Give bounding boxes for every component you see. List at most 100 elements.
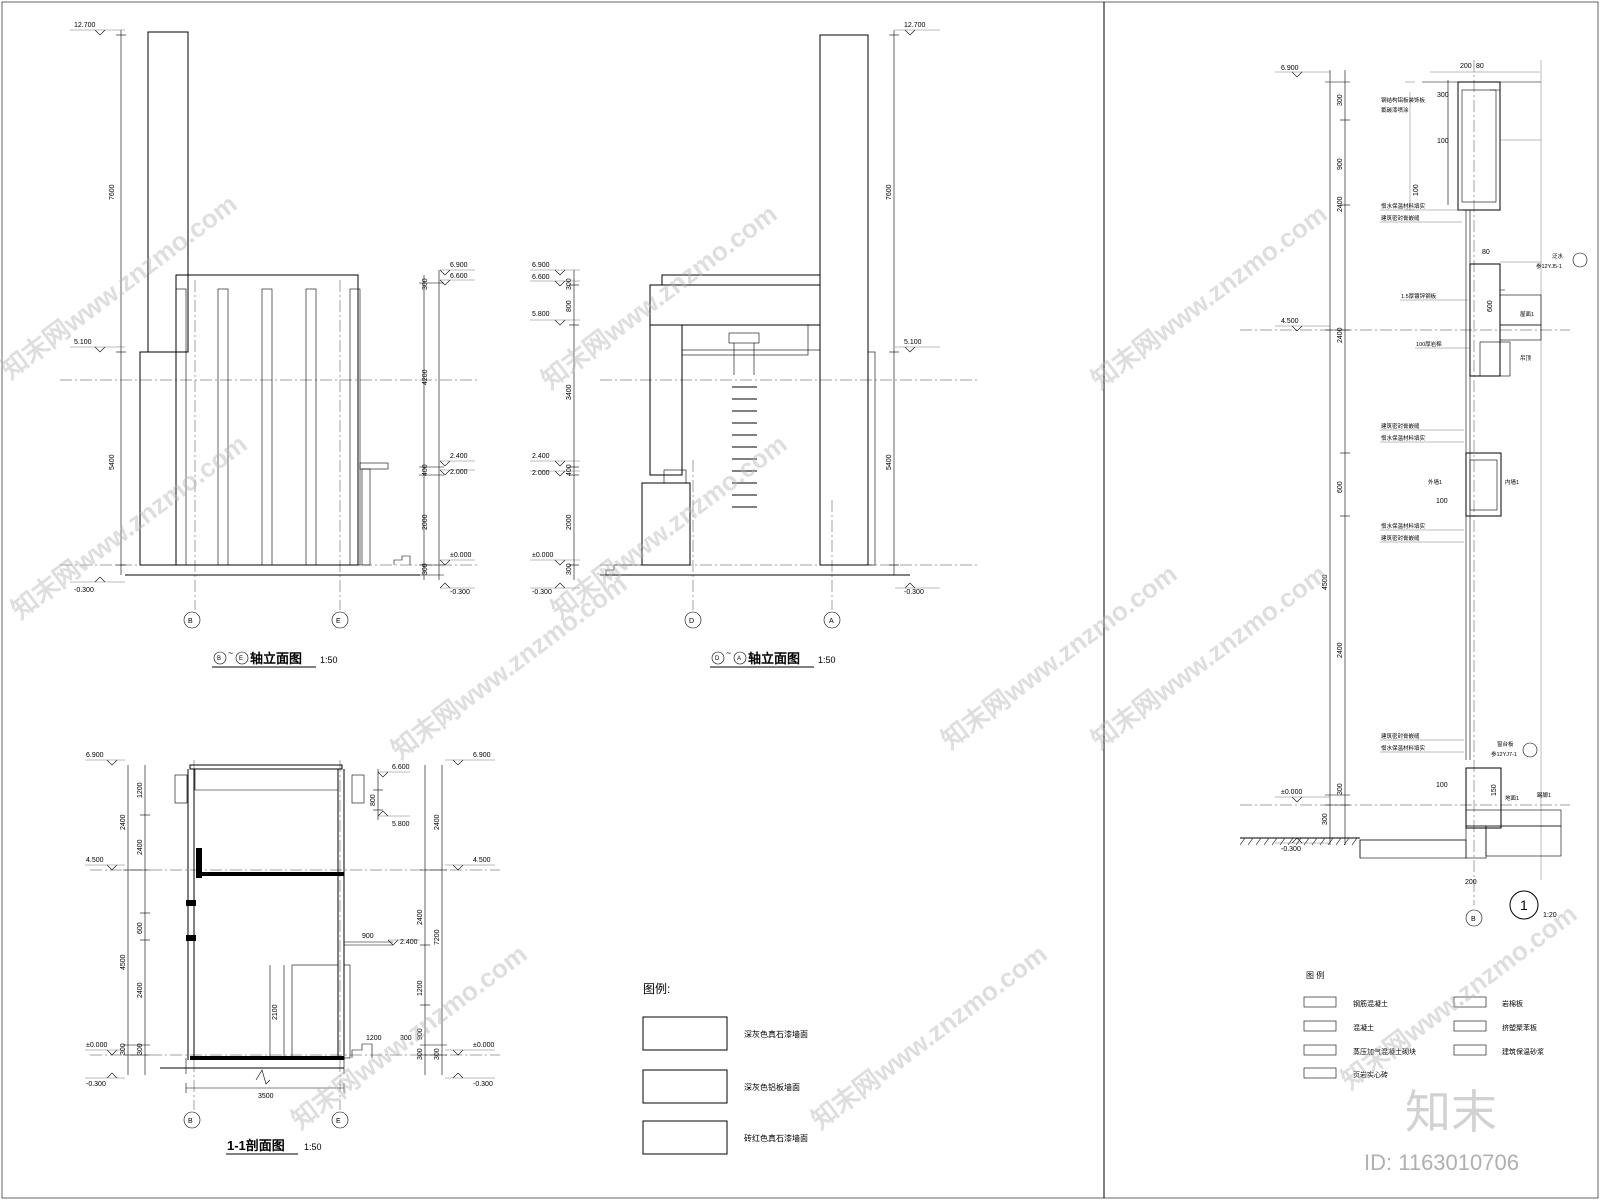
legend-label: 砖红色真石漆墙面 <box>744 1133 808 1143</box>
watermark-text: 知末网www.znzmo.com <box>1086 558 1333 754</box>
ground-hatch <box>1295 837 1302 846</box>
level-label: 2.000 <box>450 469 468 476</box>
dimension-text: 300 <box>1437 92 1449 99</box>
dimension-text: 2400 <box>1337 642 1344 658</box>
level-label: 6.600 <box>532 274 550 281</box>
level-label: 4.500 <box>1281 318 1299 325</box>
detail-note: 钢结构铝板装饰板 <box>1381 96 1426 104</box>
drawing-title: 1-1剖面图 <box>227 1138 285 1153</box>
drawing-title: 轴立面图 <box>748 651 800 666</box>
level-label: -0.300 <box>74 587 94 594</box>
detail-note: 憎水保温材料填实 <box>1381 202 1426 210</box>
level-label: 6.900 <box>450 262 468 269</box>
detail-note: 泛水 <box>1552 252 1564 260</box>
legend-swatch <box>1303 1067 1337 1079</box>
level-label: -0.300 <box>1281 846 1301 853</box>
legend-label: 岩棉板 <box>1502 999 1523 1008</box>
ground-hatch <box>1263 837 1270 846</box>
dimension-text: 300 <box>1337 783 1344 795</box>
dimension-text: 100 <box>1436 782 1448 789</box>
detail-note: 建筑密封膏嵌缝 <box>1381 422 1420 430</box>
level-label: 5.100 <box>74 339 92 346</box>
watermark-id: ID: 1163010706 <box>1364 1150 1519 1175</box>
watermark-text: 知末网www.znzmo.com <box>6 428 253 624</box>
level-label: 5.100 <box>904 339 922 346</box>
level-label: 6.900 <box>86 752 104 759</box>
legend-hatches: 图 例 钢筋混凝土 混凝土 蒸压加气混凝土砌块 页岩实心砖 岩棉板 挤塑聚苯板 … <box>1303 970 1544 1079</box>
dimension-text: 2400 <box>137 982 144 998</box>
detail-note: 憎水保温材料填实 <box>1381 434 1426 442</box>
svg-text:~: ~ <box>228 648 233 658</box>
watermark-text: 知末网www.znzmo.com <box>1336 898 1583 1094</box>
dimension-text: 7600 <box>886 184 893 200</box>
detail-note: 100厚岩棉 <box>1416 340 1442 348</box>
dimension-text: 3400 <box>566 384 573 400</box>
detail-note: 内墙1 <box>1505 478 1519 486</box>
dimension-text: 4200 <box>422 369 429 385</box>
level-label: 2.400 <box>532 453 550 460</box>
legend-label: 深灰色真石漆墙面 <box>744 1029 808 1039</box>
level-label: 4.500 <box>473 857 491 864</box>
legend-swatch <box>642 1016 728 1051</box>
watermark-text: 知末网www.znzmo.com <box>286 938 533 1134</box>
section-text: 6.900 4.500 ±0.000 -0.300 6.900 4.500 ±0… <box>86 752 494 1155</box>
level-label: ±0.000 <box>1281 789 1302 796</box>
watermark-brand: 知末 <box>1405 1086 1497 1138</box>
legend-swatch <box>1303 1020 1337 1032</box>
legend-label: 建筑保温砂浆 <box>1502 1047 1544 1056</box>
drawing-scale: 1:50 <box>320 655 338 665</box>
level-label: -0.300 <box>473 1081 493 1088</box>
level-label: 6.900 <box>1281 65 1299 72</box>
dimension-text: 600 <box>137 922 144 934</box>
svg-text:D: D <box>715 656 720 662</box>
elevation-b-e-text: 12.700 5.100 -0.300 6.900 6.600 2.400 2.… <box>74 22 471 668</box>
dimension-text: 3500 <box>258 1093 274 1100</box>
dimension-text: 5400 <box>886 454 893 470</box>
ground-hatch <box>1279 837 1286 846</box>
level-label: ±0.000 <box>532 552 553 559</box>
legend-label: 深灰色铝板墙面 <box>744 1082 800 1092</box>
level-label: ±0.000 <box>86 1042 107 1049</box>
dimension-text: 5400 <box>109 454 116 470</box>
level-label: 6.900 <box>473 752 491 759</box>
legend-title: 图 例 <box>1306 970 1324 980</box>
dimension-text: 2000 <box>422 514 429 530</box>
dimension-text: 300 <box>566 563 573 575</box>
drawing-scale: 1:20 <box>1543 912 1557 919</box>
detail-note: 外墙1 <box>1428 478 1442 486</box>
level-label: 6.900 <box>532 262 550 269</box>
level-label: ±0.000 <box>473 1042 494 1049</box>
dimension-text: 600 <box>1487 300 1494 312</box>
axis-mark: D <box>689 618 694 625</box>
drawing-title: 轴立面图 <box>250 651 302 666</box>
dimension-text: 300 <box>120 1043 127 1055</box>
dimension-text: 2400 <box>434 814 441 830</box>
dimension-text: 300 <box>1322 813 1329 825</box>
axis-mark: E <box>336 618 341 625</box>
detail-1 <box>1239 60 1588 927</box>
detail-note: 氟碳漆喷涂 <box>1381 106 1409 114</box>
svg-text:~: ~ <box>726 648 731 658</box>
ground-hatch <box>1351 837 1358 846</box>
dimension-text: 2400 <box>1337 196 1344 212</box>
legend-label: 页岩实心砖 <box>1353 1070 1388 1079</box>
detail-note: 参12YJ7-1 <box>1491 750 1517 758</box>
level-label: 5.800 <box>392 821 410 828</box>
ground-hatch <box>1255 837 1262 846</box>
ground-hatch <box>1303 837 1310 846</box>
legend-swatch <box>1453 1044 1487 1056</box>
legend-swatch <box>1453 1020 1487 1032</box>
detail-note: 建筑密封膏嵌缝 <box>1381 214 1420 222</box>
level-label: 6.600 <box>450 273 468 280</box>
dimension-text: 2400 <box>120 814 127 830</box>
legend-title: 图例: <box>643 982 670 996</box>
detail-note: 建筑密封膏嵌缝 <box>1381 732 1420 740</box>
level-label: ±0.000 <box>450 552 471 559</box>
detail-note: 1.5厚镀锌钢板 <box>1401 292 1437 300</box>
dimension-text: 300 <box>400 1035 412 1042</box>
level-label: -0.300 <box>450 589 470 596</box>
dimension-text: 900 <box>1337 158 1344 170</box>
watermark-text: 知末网www.znzmo.com <box>546 428 793 624</box>
dimension-text: 2400 <box>417 909 424 925</box>
dimension-text: 1200 <box>137 782 144 798</box>
